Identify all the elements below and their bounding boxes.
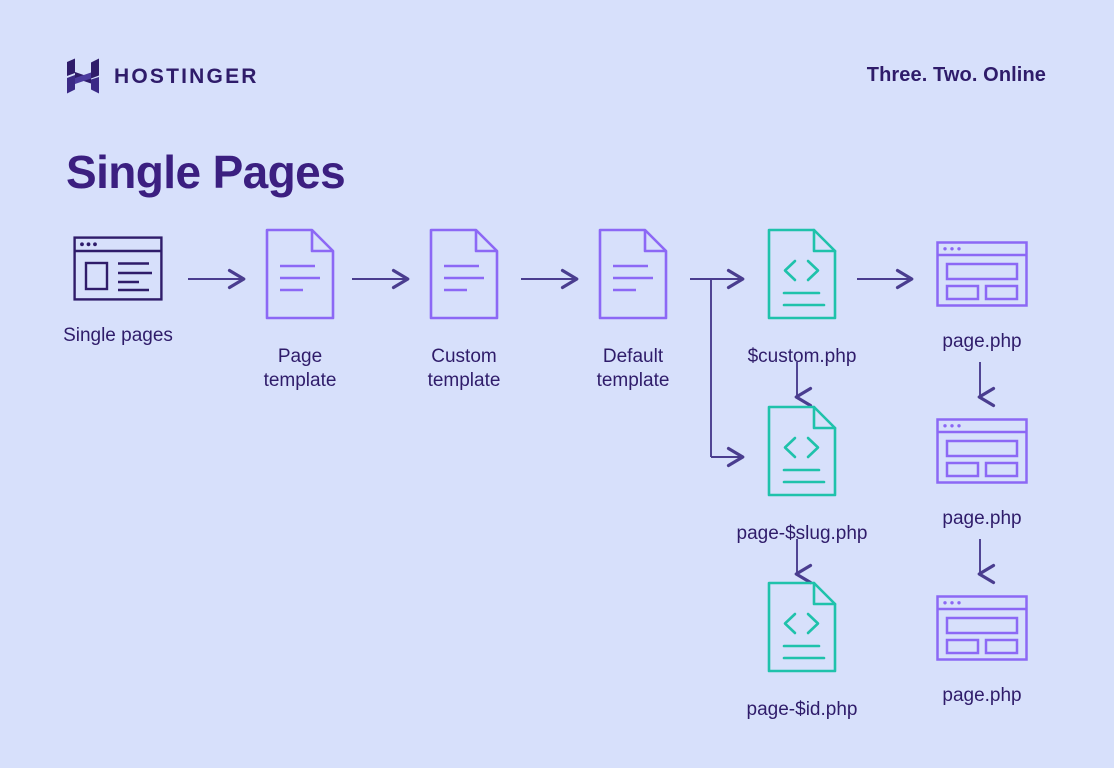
node-label: Page template: [263, 346, 337, 391]
document-file-icon: [265, 228, 335, 325]
node-single-pages[interactable]: Single pages: [57, 236, 179, 348]
node-custom-php[interactable]: $custom.php: [740, 228, 864, 369]
code-file-icon: [767, 228, 837, 325]
node-page-template[interactable]: Page template: [239, 228, 361, 393]
node-page-id-php[interactable]: page-$id.php: [740, 581, 864, 722]
node-label: $custom.php: [747, 346, 857, 367]
node-page-slug-php[interactable]: page-$slug.php: [737, 405, 868, 546]
node-default-template[interactable]: Default template: [572, 228, 694, 393]
code-file-icon: [767, 581, 837, 678]
code-file-icon: [767, 405, 837, 502]
node-label: Default template: [596, 346, 670, 391]
web-page-layout-icon: [936, 418, 1028, 489]
brand-wordmark: HOSTINGER: [114, 64, 259, 88]
web-page-layout-icon: [936, 241, 1028, 312]
node-label: Single pages: [63, 325, 173, 346]
node-label: page.php: [942, 508, 1022, 529]
node-label: page-$id.php: [746, 699, 858, 720]
node-label: page-$slug.php: [736, 523, 868, 544]
node-label: page.php: [942, 331, 1022, 352]
node-page-php-3[interactable]: page.php: [920, 595, 1044, 708]
web-page-layout-icon: [936, 595, 1028, 666]
node-page-php-1[interactable]: page.php: [920, 241, 1044, 354]
browser-window-icon: [73, 236, 163, 306]
document-file-icon: [429, 228, 499, 325]
node-page-php-2[interactable]: page.php: [920, 418, 1044, 531]
brand-lockup: HOSTINGER: [66, 58, 259, 94]
node-label: Custom template: [427, 346, 501, 391]
hostinger-h-logo-icon: [66, 58, 100, 94]
node-label: page.php: [942, 685, 1022, 706]
node-custom-template[interactable]: Custom template: [403, 228, 525, 393]
document-file-icon: [598, 228, 668, 325]
tagline: Three. Two. Online: [866, 64, 1046, 86]
page-title: Single Pages: [66, 146, 346, 198]
